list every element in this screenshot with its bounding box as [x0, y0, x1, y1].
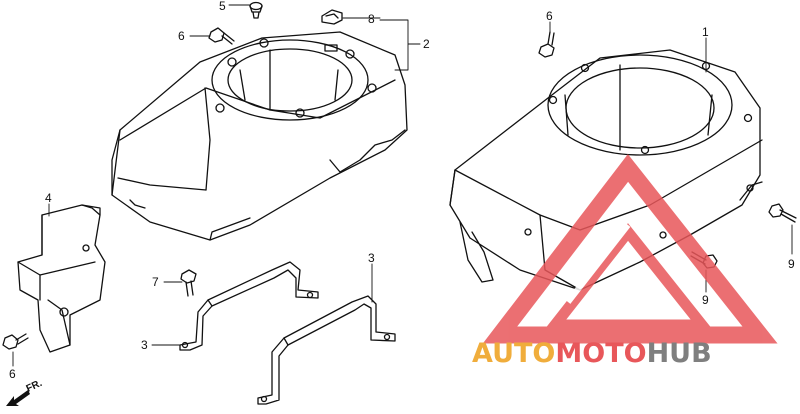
bolt-6-upper-left	[208, 27, 235, 45]
bolt-9-right	[768, 203, 797, 223]
callout-5: 5	[219, 0, 226, 13]
callout-4: 4	[45, 191, 52, 205]
callout-9-right: 9	[788, 257, 795, 271]
bolt-6-upper-right	[538, 31, 555, 58]
screw-5	[249, 1, 263, 19]
bolt-6-lower-left	[2, 333, 29, 350]
watermark-moto: MOTO	[555, 338, 646, 369]
watermark: AUTOMOTOHUB	[472, 154, 778, 369]
watermark-auto: AUTO	[472, 338, 555, 369]
bracket-lower	[257, 295, 396, 405]
callout-2: 2	[423, 37, 430, 51]
front-direction-indicator: FR.	[6, 378, 44, 406]
watermark-hub: HUB	[647, 338, 712, 369]
callout-7: 7	[152, 275, 159, 289]
callout-6-lower-left: 6	[9, 367, 16, 381]
watermark-text: AUTOMOTOHUB	[472, 338, 712, 369]
callout-3-upper: 3	[368, 251, 375, 265]
callout-9-middle: 9	[702, 293, 709, 307]
callout-3-lower: 3	[141, 338, 148, 352]
leader-lines	[12, 4, 793, 367]
arrow-icon	[6, 390, 30, 406]
callout-8: 8	[368, 12, 375, 26]
clip-8	[321, 9, 343, 25]
callout-labels: 1 2 3 3 4 5 6 6 6 7 8 9 9	[9, 0, 795, 381]
side-shroud	[17, 204, 106, 353]
direction-label: FR.	[25, 378, 44, 395]
callout-6-upper-right: 6	[546, 9, 553, 23]
bracket-upper	[179, 261, 319, 351]
callout-1: 1	[702, 25, 709, 39]
bolt-7	[180, 269, 197, 297]
callout-6-upper-left: 6	[178, 29, 185, 43]
watermark-triangle-logo	[482, 154, 778, 344]
fan-cover-left	[111, 31, 408, 241]
